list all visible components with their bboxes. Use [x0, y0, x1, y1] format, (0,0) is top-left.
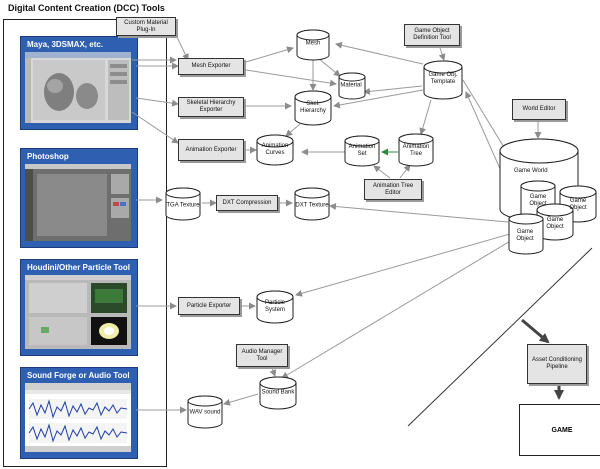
- app-label-houdini: Houdini/Other Particle Tool: [27, 263, 130, 272]
- photoshop-screenshot: [25, 164, 133, 243]
- animation-tree-editor-box: Animation Tree Editor: [364, 179, 422, 200]
- app-label-maya: Maya, 3DSMAX, etc.: [27, 40, 104, 49]
- asset-label-wav-sound: WAV sound: [189, 409, 221, 416]
- asset-label-skel-hierarchy: Skel. Hierarchy: [300, 101, 326, 114]
- conditioning-divider: [407, 247, 593, 427]
- dxt-compression-box: DXT Compression: [216, 195, 278, 211]
- game-box: GAME: [519, 404, 600, 456]
- arrow-audio-manager-to-sound-bank: [269, 367, 277, 377]
- arrow-template-to-material: [363, 85, 423, 95]
- houdini-screenshot: [25, 275, 133, 351]
- arrow-maya-to-skeletal-exporter: [135, 97, 179, 107]
- world-editor-box: World Editor: [512, 99, 566, 120]
- sound-forge-screenshot: [25, 383, 133, 454]
- game-object-definition-tool-box: Game Object Definition Tool: [404, 24, 460, 46]
- app-label-photoshop: Photoshop: [27, 152, 69, 161]
- particle-exporter-box: Particle Exporter: [178, 297, 240, 315]
- arrow-sound-bank-to-wav: [223, 393, 259, 406]
- arrow-world-to-dxt: [329, 203, 509, 223]
- arrow-template-to-skel: [333, 89, 424, 109]
- app-panel-maya: Maya, 3DSMAX, etc.: [20, 36, 138, 130]
- asset-label-particle-system: Particle System: [264, 300, 285, 313]
- cyl-sound-bank: [259, 376, 297, 410]
- animation-exporter-box: Animation Exporter: [178, 139, 244, 161]
- cyl-particle: [256, 290, 294, 324]
- asset-label-animation-set: Animation Set: [348, 144, 376, 157]
- cyl-obj-3: [536, 203, 574, 241]
- asset-label-animation-tree: Animation Tree: [402, 144, 430, 157]
- cyl-anim-tree: [398, 133, 434, 167]
- asset-label-dxt-texture: DXT Texture: [295, 202, 329, 209]
- audio-manager-tool-box: Audio Manager Tool: [236, 344, 288, 367]
- arrow-template-to-mesh: [335, 41, 424, 65]
- arrow-mesh-exporter-to-material: [245, 69, 337, 87]
- asset-label-material: Material: [340, 82, 362, 89]
- arrow-mesh-to-material: [317, 57, 341, 77]
- app-panel-photoshop: Photoshop: [20, 148, 138, 248]
- app-label-sound-forge: Sound Forge or Audio Tool: [27, 371, 130, 380]
- app-panel-sound-forge: Sound Forge or Audio Tool: [20, 367, 138, 459]
- cyl-skel: [294, 90, 332, 126]
- cyl-tga: [165, 187, 201, 221]
- cyl-template: [423, 60, 463, 100]
- arrow-skel-to-curves: [285, 123, 301, 137]
- asset-label-game-obj-template: Game Obj. Template: [428, 72, 458, 85]
- arrow-template-to-anim-tree: [419, 99, 432, 135]
- game-object-label-2: Game Object: [569, 198, 587, 211]
- app-panel-houdini: Houdini/Other Particle Tool: [20, 259, 138, 356]
- arrow-world-to-particle: [295, 233, 511, 297]
- cyl-mesh: [296, 29, 330, 61]
- asset-conditioning-pipeline-box: Asset Conditioning Pipeline: [527, 344, 587, 384]
- asset-label-tga-texture: TGA Texture: [166, 202, 200, 209]
- cyl-curves: [256, 134, 294, 166]
- cyl-dxt: [294, 187, 330, 221]
- mesh-exporter-box: Mesh Exporter: [178, 58, 244, 75]
- arrow-custom-material-to-mesh-exporter: [175, 34, 189, 61]
- cyl-anim-set: [344, 135, 380, 167]
- arrow-world-to-sound-bank: [281, 239, 513, 379]
- game-object-label-4: Game Object: [516, 229, 534, 242]
- game-object-label-1: Game Object: [529, 194, 547, 207]
- custom-material-plugin-box: Custom Material Plug-In: [116, 17, 176, 36]
- arrow-mesh-exporter-to-mesh: [245, 46, 294, 63]
- cyl-wav: [187, 395, 223, 429]
- arrow-definition-tool-to-template: [438, 47, 446, 61]
- arrow-tree-editor-to-tree: [399, 164, 411, 179]
- dcc-tools-title: Digital Content Creation (DCC) Tools: [8, 3, 165, 13]
- game-world-label: Game World: [514, 168, 548, 174]
- asset-label-mesh: Mesh: [305, 40, 321, 47]
- cyl-obj-4: [508, 213, 544, 255]
- asset-label-sound-bank: Sound Bank: [261, 389, 295, 396]
- skeletal-hierarchy-exporter-box: Skeletal Hierarchy Exporter: [178, 97, 244, 117]
- cyl-world: [499, 138, 579, 222]
- arrow-to-conditioning: [521, 318, 550, 344]
- arrow-tree-editor-to-set: [373, 165, 391, 179]
- cyl-material: [338, 72, 366, 100]
- asset-label-animation-curves: Animation Curves: [261, 143, 289, 156]
- maya-screenshot: [25, 52, 133, 125]
- game-object-label-3: Game Object: [546, 217, 564, 230]
- arrow-maya-to-animation-exporter: [131, 111, 179, 144]
